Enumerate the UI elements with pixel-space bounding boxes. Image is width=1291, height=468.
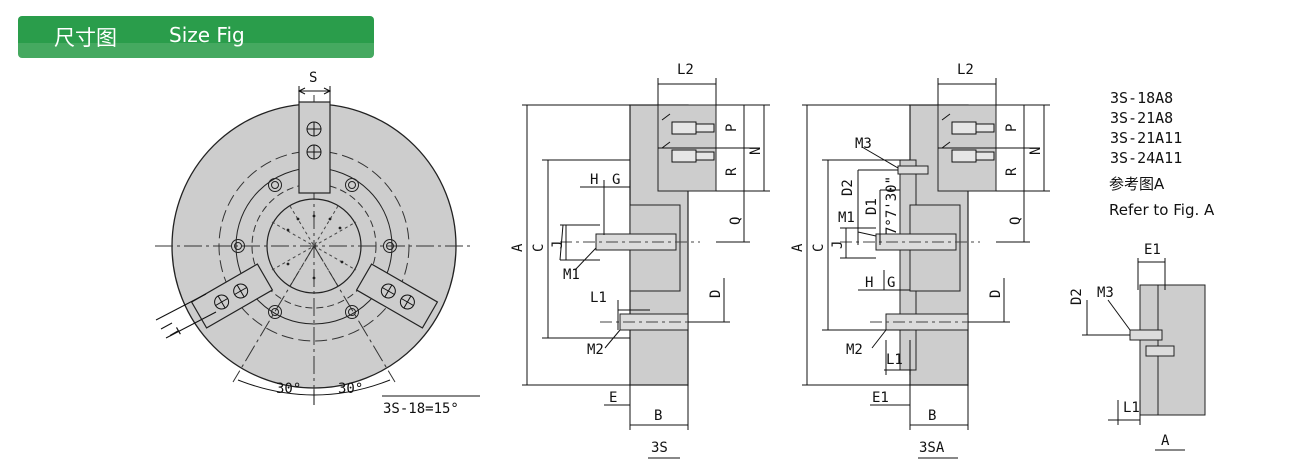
label-3sa-title: 3SA (919, 440, 945, 456)
label-3sa-l1: L1 (886, 352, 903, 368)
dim-s (297, 86, 332, 102)
label-3s-e: E (609, 390, 617, 406)
label-3s-p: P (724, 124, 740, 132)
dims-3sa (802, 78, 1050, 459)
model-item: 3S-18A8 (1110, 89, 1173, 107)
chuck-front-view (155, 86, 480, 405)
label-3sa-d1: D1 (864, 198, 880, 215)
label-3s-n: N (748, 147, 764, 155)
fig-a-detail (1082, 258, 1206, 451)
label-3s-q: Q (728, 217, 744, 225)
label-3sa-angles: 7°7'30" (884, 176, 900, 235)
label-3sa-j: J (830, 241, 846, 249)
label-3s-g: G (612, 172, 620, 188)
jaw-bolts-3sa (941, 113, 995, 163)
jaw-top (298, 101, 331, 194)
bolt-holes (231, 178, 397, 319)
side-view-3s (522, 78, 770, 459)
label-3sa-d: D (988, 290, 1004, 298)
label-3sa-d2: D2 (840, 179, 856, 196)
label-s: S (309, 70, 317, 86)
label-3s-r: R (724, 167, 740, 176)
label-note-15deg: 3S-18=15° (383, 401, 459, 417)
label-3sa-p: P (1004, 124, 1020, 132)
label-3s-a: A (510, 243, 526, 252)
label-a-l1: L1 (1123, 400, 1140, 416)
angle-dims (237, 379, 480, 405)
ref-fig-zh: 参考图A (1109, 175, 1165, 193)
label-a-d2: D2 (1069, 288, 1085, 305)
dim-t (155, 293, 217, 339)
label-3sa-l2: L2 (957, 62, 974, 78)
label-3s-d: D (708, 290, 724, 298)
label-3s-b: B (654, 408, 662, 424)
fig-a-bolt (1129, 329, 1163, 341)
jaw-right (355, 263, 439, 329)
model-item: 3S-21A8 (1110, 109, 1173, 127)
header-title-en: Size Fig (169, 23, 245, 47)
label-3s-h: H (590, 172, 598, 188)
label-3s-l2: L2 (677, 62, 694, 78)
label-t: T (165, 326, 183, 342)
label-3sa-r: R (1004, 167, 1020, 176)
label-a-title: A (1161, 433, 1170, 449)
label-angle1: 30° (276, 381, 301, 397)
label-3sa-q: Q (1008, 217, 1024, 225)
dims-3s (522, 78, 770, 459)
label-3s-m2: M2 (587, 342, 604, 358)
label-3s-l1: L1 (590, 290, 607, 306)
label-angle2: 30° (338, 381, 363, 397)
front-center-lines (155, 95, 470, 395)
label-3sa-m3: M3 (855, 136, 872, 152)
model-item: 3S-24A11 (1110, 149, 1182, 167)
label-3sa-c: C (811, 244, 827, 252)
label-3s-title: 3S (651, 440, 668, 456)
label-3sa-e1: E1 (872, 390, 889, 406)
label-3sa-b: B (928, 408, 936, 424)
label-a-m3: M3 (1097, 285, 1114, 301)
label-3s-j: J (550, 241, 566, 249)
label-3sa-m2: M2 (846, 342, 863, 358)
label-a-e1: E1 (1144, 242, 1161, 258)
side-view-3sa (802, 78, 1050, 459)
bore-dots (286, 214, 344, 280)
header-title-zh: 尺寸图 (54, 26, 117, 50)
section-header: 尺寸图 Size Fig (18, 16, 374, 58)
jaw-bolts-3s (661, 113, 715, 163)
bolt-m3-3sa (897, 165, 929, 175)
jaw-left (190, 263, 274, 329)
label-3sa-n: N (1028, 147, 1044, 155)
label-3sa-m1: M1 (838, 210, 855, 226)
ref-fig-en: Refer to Fig. A (1109, 201, 1215, 219)
label-3sa-a: A (790, 243, 806, 252)
label-3s-m1: M1 (563, 267, 580, 283)
label-3s-c: C (531, 244, 547, 252)
label-3sa-g: G (887, 275, 895, 291)
label-3sa-h: H (865, 275, 873, 291)
model-item: 3S-21A11 (1110, 129, 1182, 147)
